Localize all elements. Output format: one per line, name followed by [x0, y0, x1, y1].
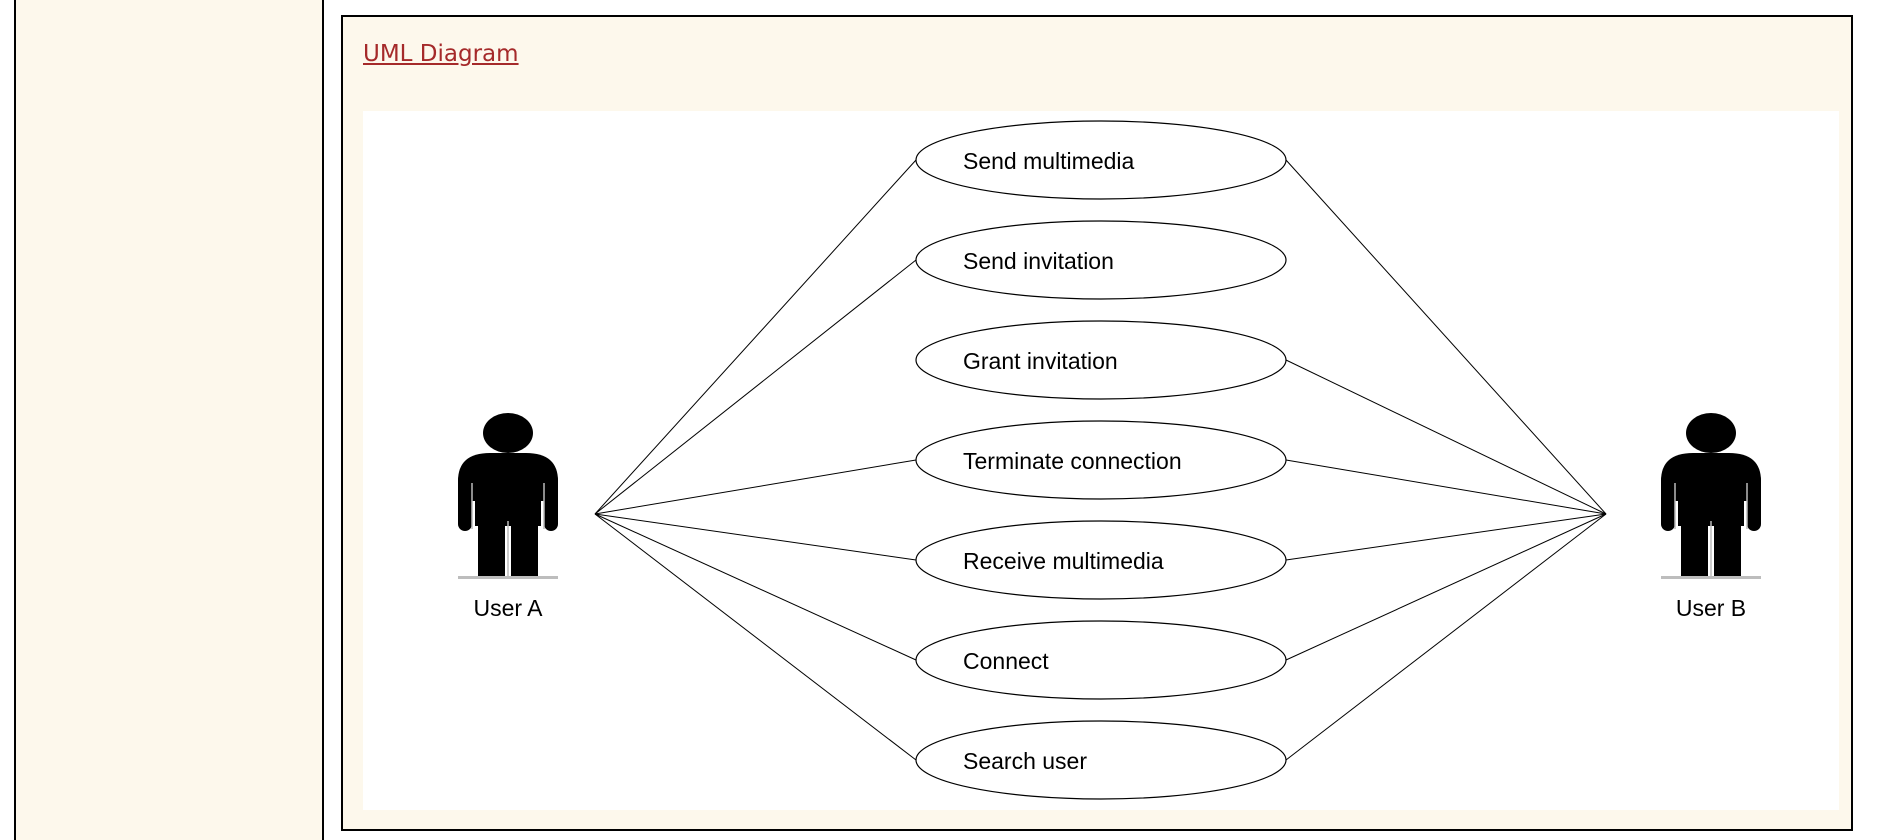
- association-line-userA-uc2: [594, 259, 917, 515]
- use-case-uc2: Send invitation: [915, 220, 1287, 300]
- association-line-userB-uc6: [1285, 513, 1607, 661]
- association-line-userB-uc7: [1285, 513, 1607, 761]
- uml-diagram-link[interactable]: UML Diagram: [363, 41, 519, 67]
- person-icon: [458, 413, 558, 579]
- use-case-ellipse: [915, 520, 1287, 600]
- person-icon: [1661, 413, 1761, 579]
- actor-label: User A: [473, 595, 543, 621]
- use-case-uc6: Connect: [915, 620, 1287, 700]
- use-case-uc1: Send multimedia: [915, 120, 1287, 200]
- use-case-ellipse: [915, 420, 1287, 500]
- associations-layer: [594, 159, 1607, 761]
- left-sidebar-cell: [14, 0, 324, 840]
- association-line-userB-uc3: [1285, 359, 1607, 515]
- use-case-ellipse: [915, 720, 1287, 800]
- use-case-label: Grant invitation: [963, 348, 1118, 374]
- use-case-uc4: Terminate connection: [915, 420, 1287, 500]
- association-line-userA-uc4: [594, 459, 917, 515]
- association-line-userB-uc1: [1285, 159, 1607, 515]
- association-line-userA-uc1: [594, 159, 917, 515]
- association-line-userA-uc5: [594, 513, 917, 561]
- association-line-userA-uc7: [594, 513, 917, 761]
- use-case-ellipse: [915, 620, 1287, 700]
- use-case-label: Send multimedia: [963, 148, 1135, 174]
- use-case-uc7: Search user: [915, 720, 1287, 800]
- actor-label: User B: [1676, 595, 1746, 621]
- association-line-userA-uc6: [594, 513, 917, 661]
- actor-userA: User A: [458, 413, 558, 621]
- use-case-label: Receive multimedia: [963, 548, 1164, 574]
- association-line-userB-uc4: [1285, 459, 1607, 515]
- use-case-ellipse: [915, 320, 1287, 400]
- use-case-label: Connect: [963, 648, 1049, 674]
- actor-userB: User B: [1661, 413, 1761, 621]
- use-case-label: Send invitation: [963, 248, 1114, 274]
- use-case-ellipse: [915, 220, 1287, 300]
- use-case-label: Search user: [963, 748, 1087, 774]
- use-case-ellipse: [915, 120, 1287, 200]
- use-case-uc5: Receive multimedia: [915, 520, 1287, 600]
- actors-layer: User A User B: [458, 413, 1761, 621]
- use-case-uc3: Grant invitation: [915, 320, 1287, 400]
- association-line-userB-uc5: [1285, 513, 1607, 561]
- use-case-label: Terminate connection: [963, 448, 1182, 474]
